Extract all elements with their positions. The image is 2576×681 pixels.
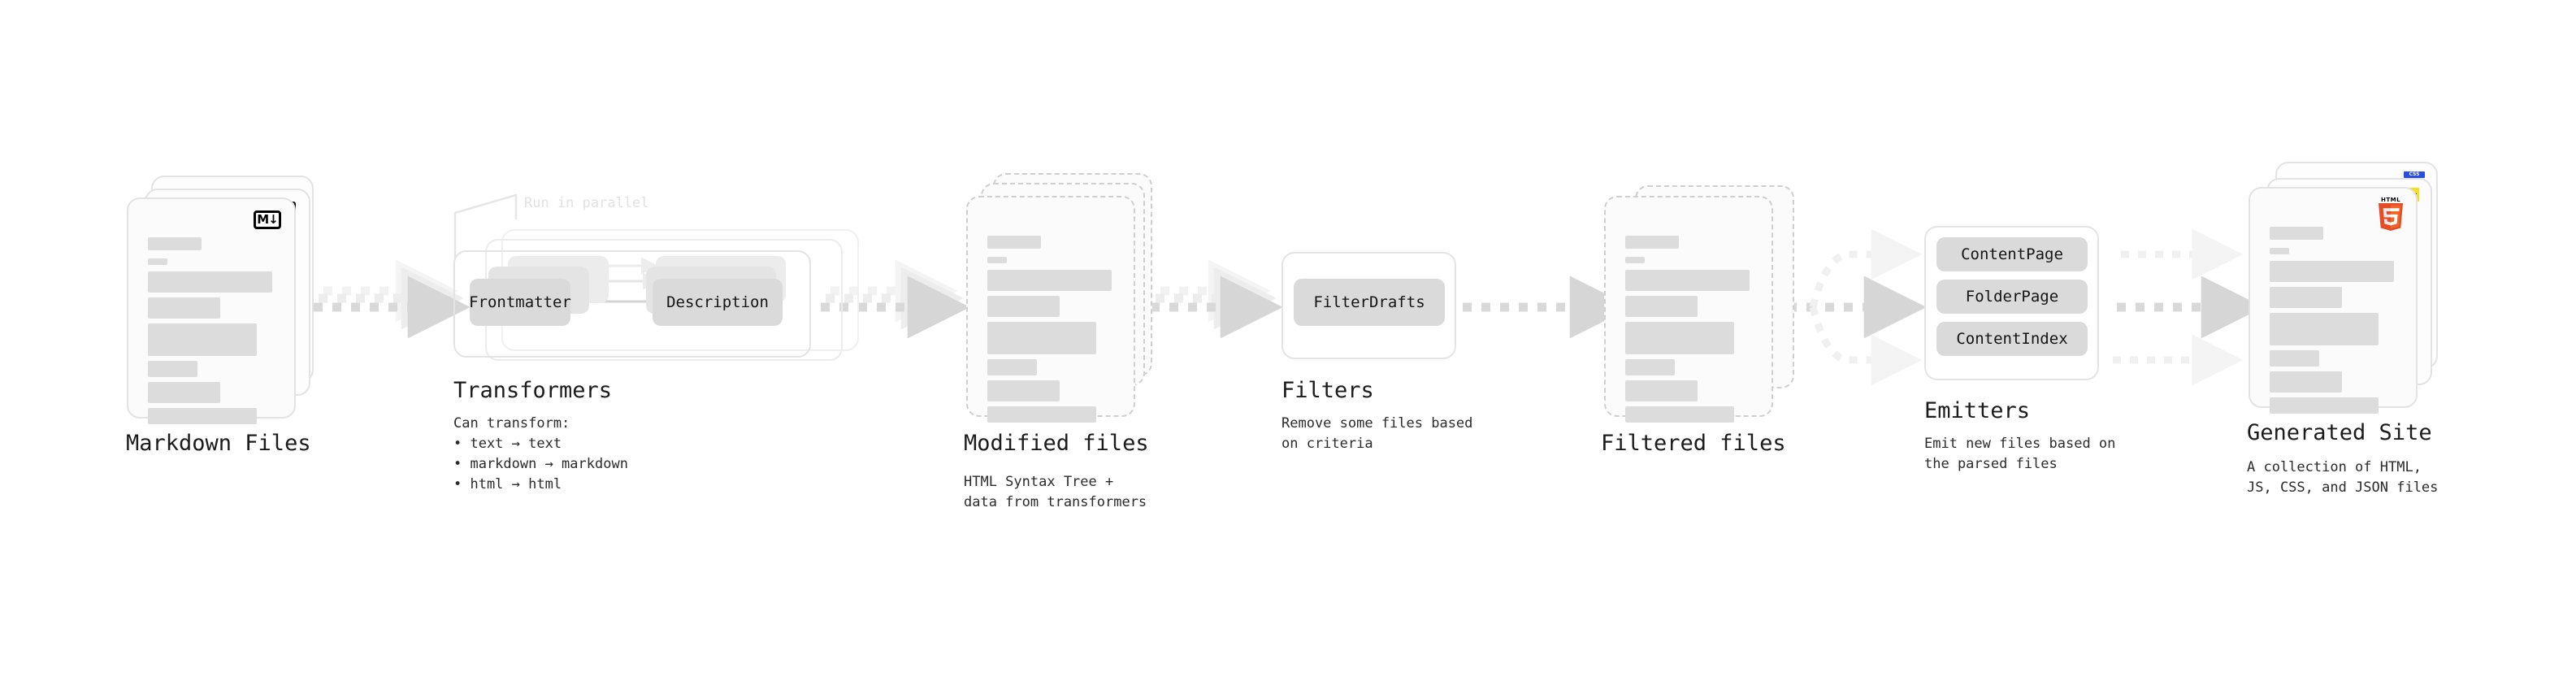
html5-icon: HTML: [2377, 197, 2405, 231]
skeleton-line: [987, 270, 1112, 291]
skeleton-line: [987, 380, 1060, 401]
skeleton-line: [148, 297, 220, 319]
transformers-title: Transformers: [453, 378, 613, 403]
emitters-group[interactable]: [1924, 226, 2099, 380]
skeleton-line: [2270, 248, 2289, 254]
skeleton-line: [148, 361, 197, 377]
skeleton-line: [2270, 287, 2342, 308]
skeleton-line: [1625, 236, 1679, 249]
emitter-chip-contentpage[interactable]: ContentPage: [1936, 237, 2088, 271]
skeleton-line: [148, 408, 257, 424]
skeleton-line: [1625, 380, 1698, 401]
filtered-title: Filtered files: [1601, 431, 1786, 456]
skeleton-line: [987, 257, 1007, 263]
skeleton-line: [148, 258, 167, 265]
emitters-title: Emitters: [1924, 398, 2031, 423]
skeleton-line: [2270, 227, 2323, 240]
skeleton-line: [1625, 270, 1750, 291]
skeleton-line: [148, 237, 202, 250]
arrow-markdown-to-transformers: [314, 259, 471, 339]
skeleton-line: [1625, 322, 1734, 354]
emitter-chip-contentindex[interactable]: ContentIndex: [1936, 322, 2088, 356]
markdown-icon: M↓: [254, 210, 281, 229]
filters-desc: Remove some files based on criteria: [1281, 415, 1473, 452]
generated-card[interactable]: HTML: [2249, 187, 2418, 414]
modified-card[interactable]: [966, 196, 1135, 423]
filtered-card[interactable]: [1604, 196, 1773, 423]
skeleton-line: [2270, 261, 2394, 282]
skeleton-line: [987, 359, 1037, 375]
skeleton-line: [1625, 359, 1675, 375]
transformer-chip-frontmatter[interactable]: Frontmatter: [469, 279, 571, 326]
emitter-chip-folderpage[interactable]: FolderPage: [1936, 280, 2088, 314]
skeleton-line: [1625, 296, 1698, 317]
skeleton-line: [2270, 397, 2379, 414]
skeleton-line: [148, 323, 257, 356]
skeleton-line: [2270, 313, 2379, 345]
arrow-filtered-to-emitters: [1788, 228, 1927, 386]
generated-title: Generated Site: [2247, 420, 2432, 445]
skeleton-line: [987, 236, 1041, 249]
emitters-desc: Emit new files based on the parsed files: [1924, 436, 2116, 472]
skeleton-line: [2270, 371, 2342, 393]
markdown-title: Markdown Files: [126, 431, 311, 456]
filters-title: Filters: [1281, 378, 1374, 403]
arrow-emitters-to-generated: [2113, 228, 2264, 386]
transformer-chip-description[interactable]: Description: [653, 279, 783, 326]
run-in-parallel-label: Run in parallel: [524, 195, 649, 211]
filter-chip-filterdrafts[interactable]: FilterDrafts: [1294, 279, 1445, 326]
skeleton-line: [148, 271, 272, 293]
skeleton-line: [987, 322, 1096, 354]
generated-desc: A collection of HTML, JS, CSS, and JSON …: [2247, 459, 2439, 496]
transformers-desc: Can transform: • text → text • markdown …: [453, 415, 628, 492]
markdown-card[interactable]: M↓: [127, 197, 296, 424]
skeleton-line: [987, 406, 1096, 423]
filters-group[interactable]: [1281, 252, 1456, 359]
skeleton-line: [987, 296, 1060, 317]
skeleton-line: [1625, 257, 1645, 263]
transformers-group[interactable]: [453, 250, 811, 358]
modified-title: Modified files: [964, 431, 1149, 456]
skeleton-line: [148, 382, 220, 403]
skeleton-line: [1625, 406, 1734, 423]
skeleton-line: [2270, 350, 2319, 367]
modified-desc: HTML Syntax Tree + data from transformer…: [964, 474, 1147, 510]
